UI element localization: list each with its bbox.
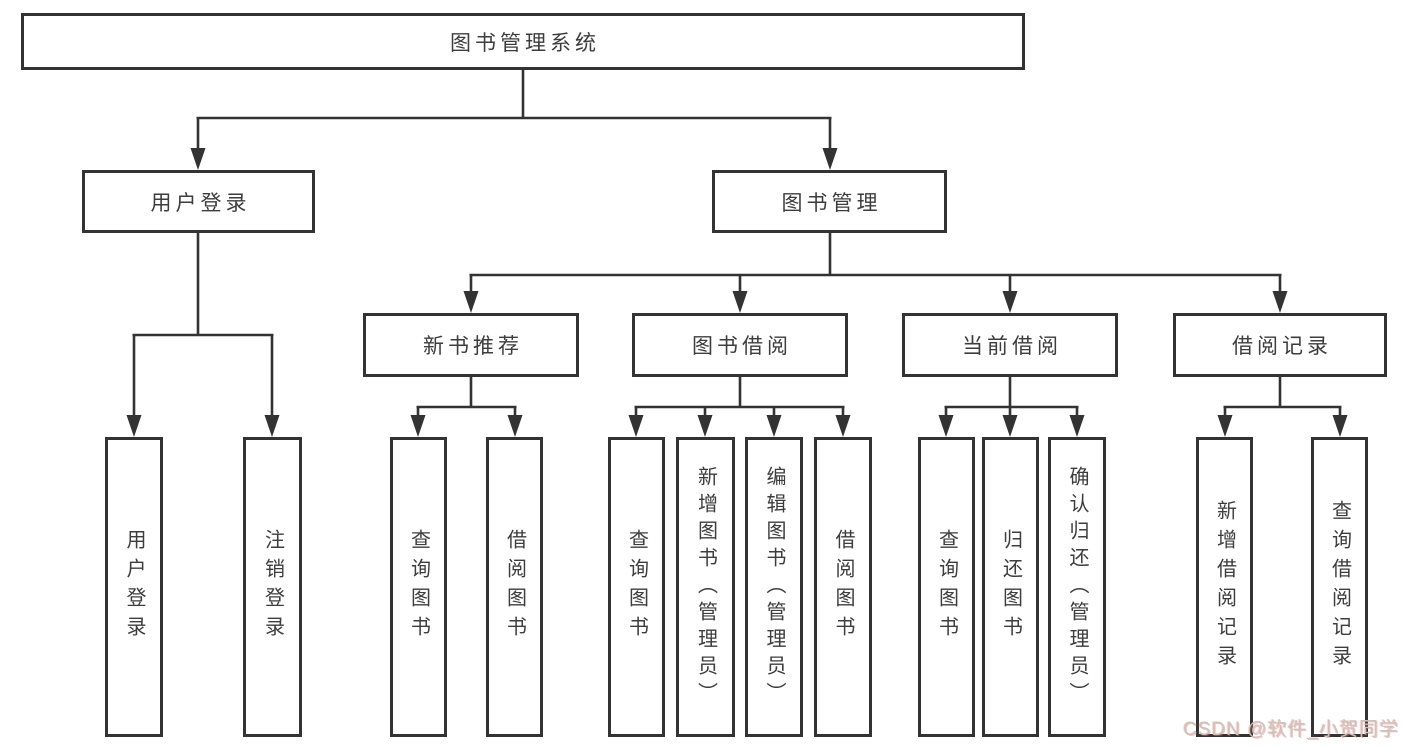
node-book-borrowing: 图书借阅: [632, 313, 848, 377]
node-new-book-recommend: 新书推荐: [363, 313, 579, 377]
leaf-borrow-books-2: 借阅图书: [814, 437, 872, 737]
leaf-add-books-admin-label: 新增图书（管理员）: [694, 465, 717, 709]
leaf-query-books-2-label: 查询图书: [625, 529, 648, 645]
leaf-query-borrow-record-label: 查询借阅记录: [1328, 500, 1351, 674]
node-borrowing-records-label: 借阅记录: [1232, 335, 1332, 358]
leaf-logout-login-label: 注销登录: [261, 529, 284, 645]
leaf-confirm-return-admin-label: 确认归还（管理员）: [1066, 465, 1088, 709]
leaf-add-borrow-record: 新增借阅记录: [1196, 437, 1253, 737]
leaf-add-borrow-record-label: 新增借阅记录: [1213, 500, 1236, 674]
node-user-login-label: 用户登录: [150, 191, 251, 215]
node-borrowing-records: 借阅记录: [1173, 313, 1387, 377]
node-new-book-recommend-label: 新书推荐: [423, 335, 523, 358]
leaf-edit-books-admin: 编辑图书（管理员）: [745, 437, 803, 737]
leaf-add-books-admin: 新增图书（管理员）: [676, 437, 735, 737]
node-book-management: 图书管理: [712, 170, 947, 233]
leaf-query-books-3: 查询图书: [918, 437, 975, 737]
leaf-borrow-books-1: 借阅图书: [486, 437, 543, 737]
leaf-user-login: 用户登录: [105, 437, 163, 737]
leaf-edit-books-admin-label: 编辑图书（管理员）: [763, 465, 785, 709]
leaf-return-books-label: 归还图书: [999, 529, 1022, 645]
node-book-management-label: 图书管理: [781, 191, 882, 215]
node-book-borrowing-label: 图书借阅: [692, 335, 792, 358]
leaf-query-books-3-label: 查询图书: [935, 529, 958, 645]
node-root-label: 图书管理系统: [450, 31, 600, 55]
node-current-borrowing-label: 当前借阅: [962, 335, 1062, 358]
leaf-borrow-books-2-label: 借阅图书: [832, 529, 854, 645]
node-current-borrowing: 当前借阅: [902, 313, 1118, 377]
leaf-query-books-1: 查询图书: [390, 437, 447, 737]
leaf-query-borrow-record: 查询借阅记录: [1311, 437, 1368, 737]
csdn-watermark: CSDN @软件_小贺同学: [1183, 719, 1399, 740]
leaf-return-books: 归还图书: [982, 437, 1039, 737]
leaf-query-books-2: 查询图书: [608, 437, 665, 737]
leaf-user-login-label: 用户登录: [123, 529, 145, 645]
leaf-query-books-1-label: 查询图书: [407, 529, 430, 645]
leaf-logout-login: 注销登录: [243, 437, 302, 737]
leaf-confirm-return-admin: 确认归还（管理员）: [1048, 437, 1106, 737]
leaf-borrow-books-1-label: 借阅图书: [503, 529, 526, 645]
node-root: 图书管理系统: [21, 13, 1025, 70]
node-user-login: 用户登录: [82, 170, 315, 233]
